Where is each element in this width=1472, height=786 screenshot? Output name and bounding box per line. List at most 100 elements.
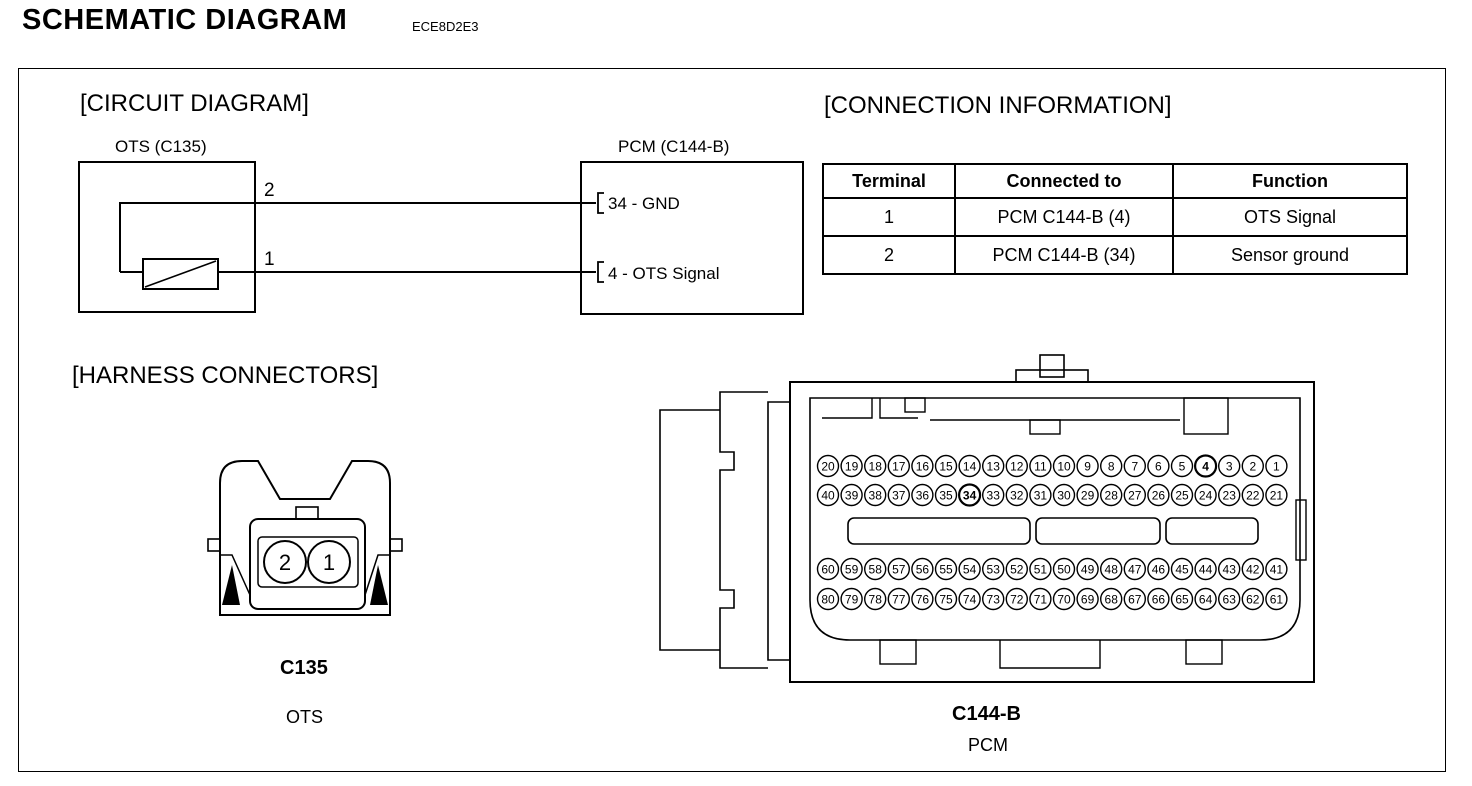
- c144b-pin-number: 44: [1199, 563, 1213, 577]
- c144b-pin-number: 18: [869, 460, 883, 474]
- c144b-pin: [1029, 557, 1052, 581]
- c144b-pin-number: 26: [1152, 489, 1166, 503]
- c144b-pin: [1147, 483, 1170, 507]
- c144b-pin: [958, 454, 981, 478]
- c144b-pin: [1265, 587, 1288, 611]
- c144b-pin-number: 43: [1223, 563, 1237, 577]
- c144b-pin-number: 16: [916, 460, 930, 474]
- document-code: ECE8D2E3: [412, 19, 479, 34]
- c144b-pin-number: 71: [1034, 593, 1048, 607]
- c144b-pin: [887, 454, 910, 478]
- c144b-pin: [1193, 454, 1218, 478]
- c144b-pin: [934, 483, 958, 507]
- c135-pin-1-label: 1: [323, 550, 335, 575]
- c144b-pin-number: 49: [1081, 563, 1095, 577]
- c144b-pin-number: 73: [987, 593, 1001, 607]
- c144b-pin: [840, 483, 863, 507]
- c144b-pin: [1241, 557, 1265, 581]
- c144b-id: C144-B: [952, 703, 1021, 725]
- c144b-pin: [934, 587, 958, 611]
- c144b-pin: [840, 557, 863, 581]
- c144b-pin: [1029, 587, 1052, 611]
- cell-connected-to: PCM C144-B (4): [954, 197, 1174, 237]
- c144b-pin: [1099, 587, 1123, 611]
- c135-id: C135: [280, 657, 328, 679]
- cell-function: Sensor ground: [1172, 235, 1408, 275]
- c144b-pin: [957, 483, 982, 507]
- connection-table: Terminal Connected to Function 1 PCM C14…: [822, 163, 1408, 275]
- c144b-pin: [1052, 557, 1076, 581]
- c144b-pin: [1217, 483, 1241, 507]
- c144b-pin-number: 38: [869, 489, 883, 503]
- c144b-pin-number: 1: [1273, 460, 1280, 474]
- c144b-pin: [1217, 454, 1241, 478]
- c144b-pin-number: 50: [1057, 563, 1071, 577]
- c144b-pin-number: 74: [963, 593, 977, 607]
- page-title: SCHEMATIC DIAGRAM: [22, 4, 348, 36]
- c144b-pin: [1005, 483, 1028, 507]
- c144b-pin: [1217, 557, 1241, 581]
- c144b-pin: [816, 557, 840, 581]
- c144b-pin-number: 67: [1128, 593, 1142, 607]
- c144b-pin: [1029, 483, 1052, 507]
- gnd-terminal-label: 34 - GND: [608, 194, 680, 213]
- c144b-pin-number: 47: [1128, 563, 1142, 577]
- c135-pin-2-label: 2: [279, 550, 291, 575]
- c144b-pin-number: 15: [939, 460, 953, 474]
- c144b-pin: [1194, 557, 1217, 581]
- cell-terminal: 2: [822, 235, 956, 275]
- signal-terminal: [597, 261, 604, 283]
- c144b-pin-number: 3: [1226, 460, 1233, 474]
- c144b-pin-number: 10: [1057, 460, 1071, 474]
- c135-face: [249, 518, 366, 610]
- gnd-wire: [119, 202, 596, 272]
- c144b-pin-number: 55: [939, 563, 953, 577]
- c144b-pin: [1147, 454, 1170, 478]
- c144b-slot-right: [1165, 517, 1259, 545]
- c144b-pin-number: 21: [1270, 489, 1284, 503]
- c144b-pin: [864, 454, 887, 478]
- header-terminal: Terminal: [822, 163, 956, 199]
- c144b-pin-number: 13: [987, 460, 1001, 474]
- ots-module-label: OTS (C135): [115, 137, 207, 156]
- c144b-pin: [934, 454, 958, 478]
- table-row: 1 PCM C144-B (4) OTS Signal: [822, 197, 1408, 237]
- c144b-pin-number: 24: [1199, 489, 1213, 503]
- pin-1-label: 1: [264, 249, 275, 270]
- harness-connectors-heading: [HARNESS CONNECTORS]: [72, 362, 379, 389]
- c135-pin-2: [263, 540, 307, 584]
- c144b-pin-number: 12: [1010, 460, 1024, 474]
- c144b-pin-number: 30: [1057, 489, 1071, 503]
- c135-pin-1: [307, 540, 351, 584]
- c144b-pin-number: 37: [892, 489, 906, 503]
- c144b-pin-number: 56: [916, 563, 930, 577]
- c144b-pin: [887, 557, 910, 581]
- c144b-pin-number: 6: [1155, 460, 1162, 474]
- c144b-pin-number: 4: [1202, 460, 1209, 474]
- c144b-pin: [1123, 483, 1147, 507]
- c144b-pin-number: 35: [939, 489, 953, 503]
- c144b-pin: [1052, 587, 1076, 611]
- c144b-pin-number: 51: [1034, 563, 1048, 577]
- circuit-diagram-heading: [CIRCUIT DIAGRAM]: [80, 90, 309, 117]
- c144b-pin: [911, 557, 934, 581]
- c144b-pin-number: 5: [1179, 460, 1186, 474]
- c144b-pin: [840, 454, 863, 478]
- c144b-pin-number: 22: [1246, 489, 1260, 503]
- c144b-pin-number: 59: [845, 563, 859, 577]
- c144b-pin: [1052, 454, 1076, 478]
- c144b-face: [809, 397, 1301, 641]
- c144b-pin: [1170, 483, 1194, 507]
- c144b-pin-number: 58: [869, 563, 883, 577]
- c144b-pin: [1029, 454, 1052, 478]
- c144b-pin-number: 27: [1128, 489, 1142, 503]
- c144b-pin: [1241, 587, 1265, 611]
- c144b-pin: [1099, 557, 1123, 581]
- c144b-pin-number: 80: [821, 593, 835, 607]
- c144b-pin-number: 77: [892, 593, 906, 607]
- c144b-pin: [1147, 587, 1170, 611]
- c144b-pin: [911, 587, 934, 611]
- c144b-pin: [1005, 454, 1028, 478]
- c144b-pin: [840, 587, 863, 611]
